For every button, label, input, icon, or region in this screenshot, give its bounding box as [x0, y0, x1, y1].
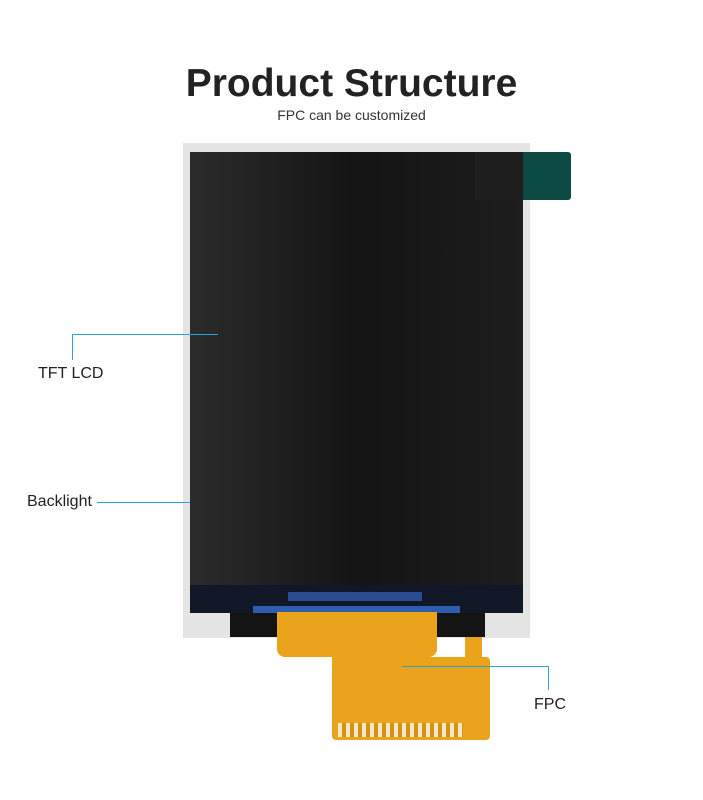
page-subtitle: FPC can be customized [277, 107, 426, 123]
fpc-leader-line [402, 666, 549, 667]
backlight-leader-line [97, 502, 190, 503]
driver-ic [288, 592, 422, 601]
backlight-label: Backlight [27, 493, 92, 510]
fpc-label: FPC [534, 696, 566, 713]
tft-leader-drop [72, 334, 73, 360]
fpc-upper [277, 612, 437, 657]
page-title: Product Structure [185, 62, 518, 105]
protective-film-tab [523, 152, 571, 200]
tft-lcd-panel [190, 152, 523, 613]
bond-strip [253, 606, 460, 613]
fpc-backlight-tail [465, 637, 482, 662]
fpc-pins [338, 723, 463, 737]
tft-leader-line [72, 334, 218, 335]
tft-lcd-label: TFT LCD [38, 365, 104, 382]
lcd-corner [475, 152, 523, 200]
fpc-leader-drop [548, 666, 549, 690]
